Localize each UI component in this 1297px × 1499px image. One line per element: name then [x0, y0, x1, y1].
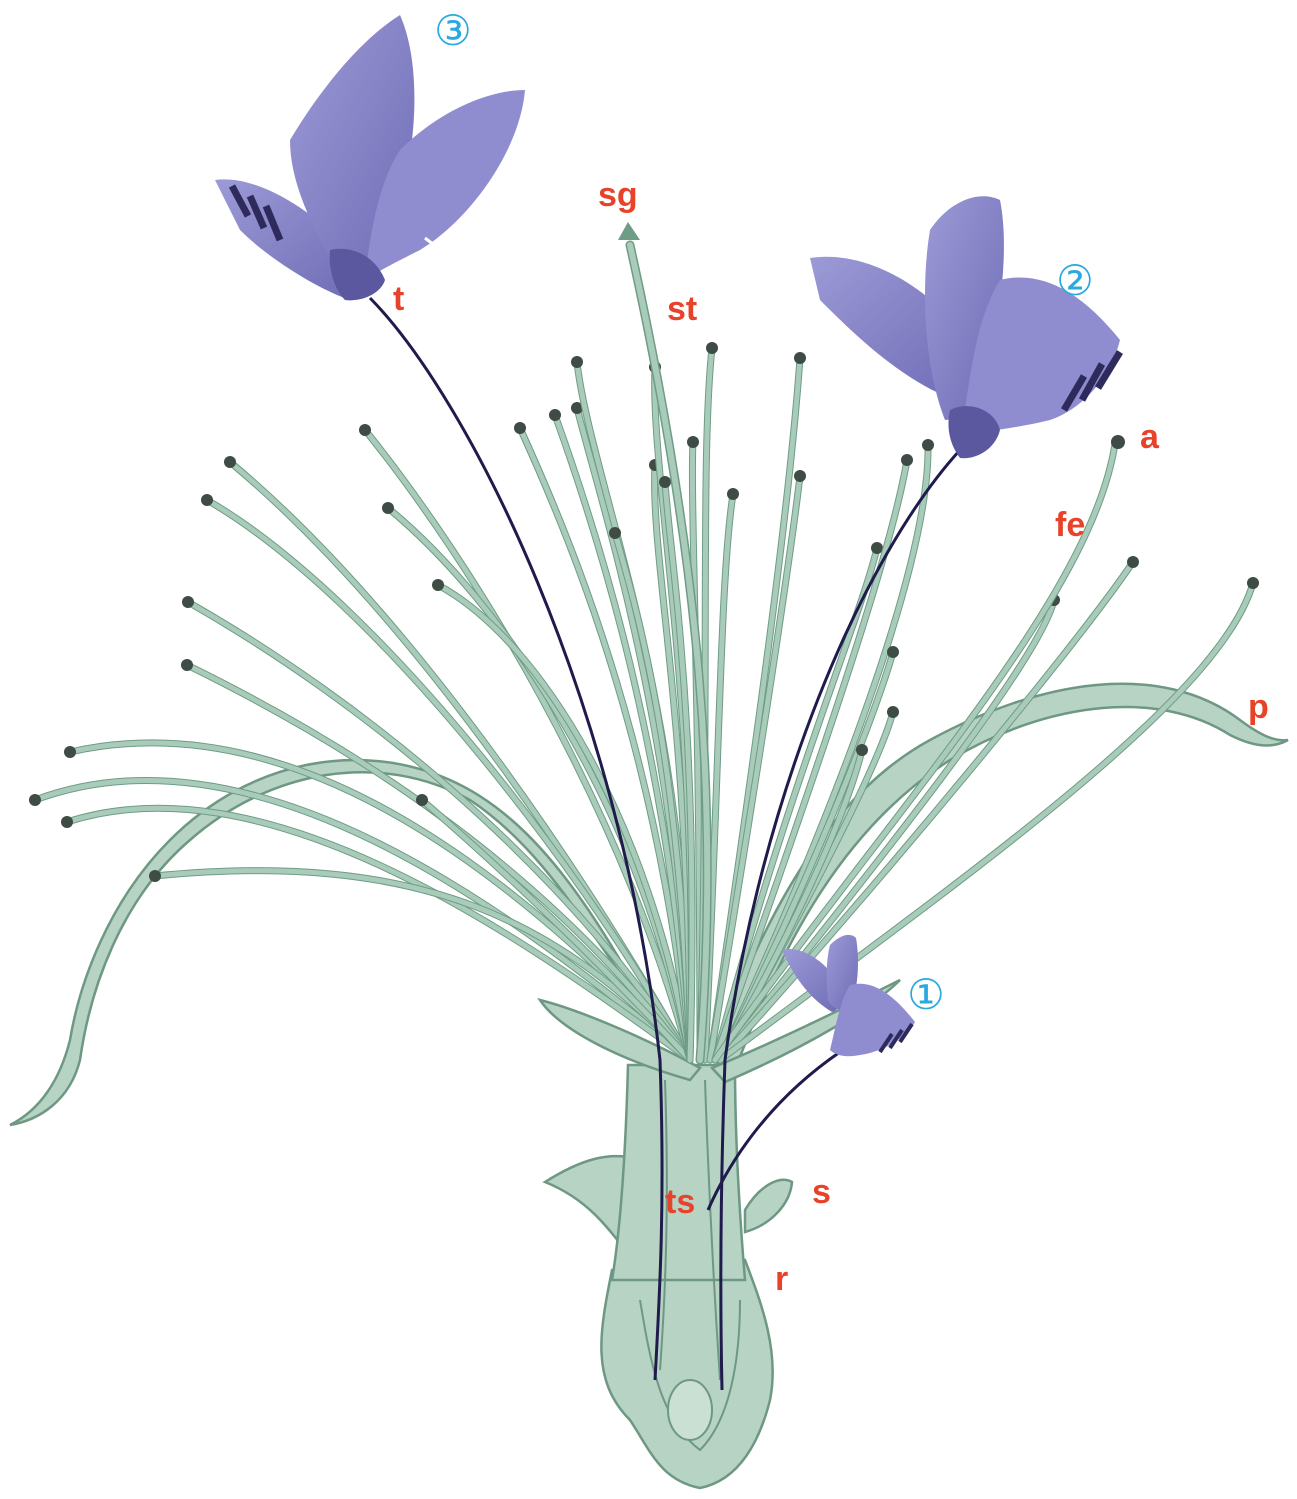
- label-sepal: s: [812, 1175, 831, 1209]
- moth-number-1: ①: [903, 972, 949, 1018]
- label-anther: a: [1140, 420, 1159, 454]
- moth-2: [810, 196, 1120, 458]
- label-tube: ts: [665, 1185, 695, 1219]
- moth-number-3: ③: [430, 8, 476, 54]
- receptacle: [601, 1260, 772, 1488]
- label-petal: p: [1248, 690, 1269, 724]
- stamen: [359, 424, 690, 1060]
- label-receptacle: r: [775, 1262, 788, 1296]
- label-stigma: sg: [598, 178, 638, 212]
- label-style: st: [667, 292, 697, 326]
- moth-number-2: ②: [1052, 258, 1098, 304]
- moth-3: [215, 15, 525, 300]
- label-filament: fe: [1055, 508, 1085, 542]
- stigma-tip: [618, 222, 640, 240]
- label-tongue: t: [393, 282, 404, 316]
